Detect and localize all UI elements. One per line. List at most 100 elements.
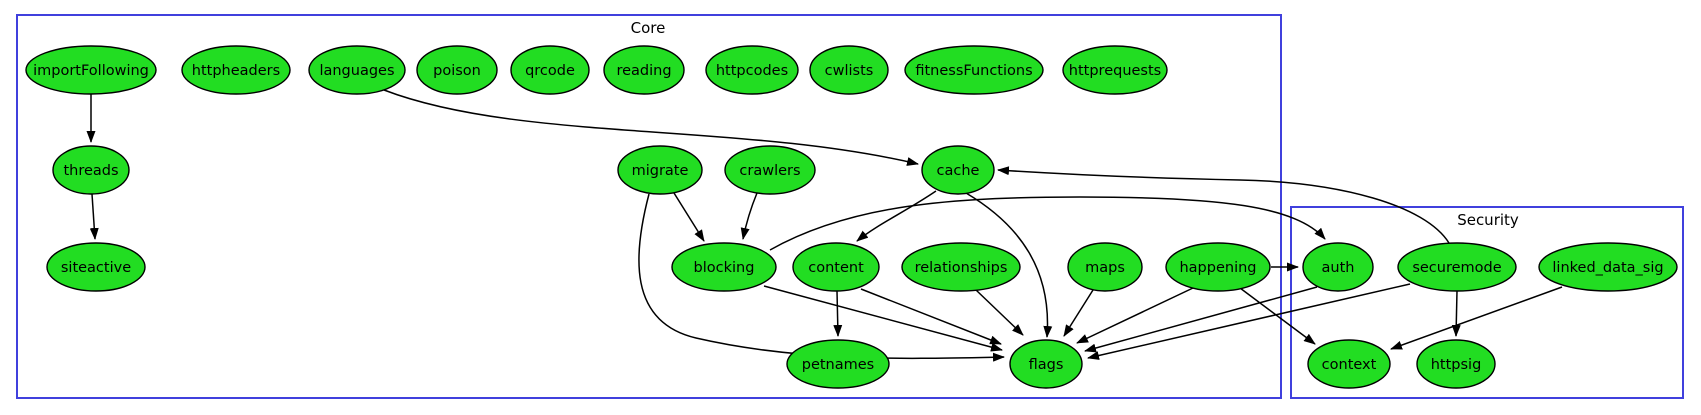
node-label-maps: maps <box>1085 260 1125 276</box>
node-shape-context <box>1307 339 1391 389</box>
node-importFollowing: importFollowing <box>25 45 157 95</box>
node-shape-httprequests <box>1062 45 1168 95</box>
node-petnames: petnames <box>786 339 890 389</box>
edge-migrate-to-blocking <box>673 192 705 242</box>
node-shape-blocking <box>671 242 777 292</box>
edge-layer <box>86 89 1563 362</box>
edge-crawlers-to-blocking <box>740 192 758 240</box>
node-label-poison: poison <box>433 63 481 79</box>
edge-happening-to-flags <box>1076 287 1194 344</box>
edge-cache-to-content <box>856 190 937 242</box>
node-httprequests: httprequests <box>1062 45 1168 95</box>
node-shape-cache <box>921 145 995 195</box>
edge-securemode-to-cache <box>997 166 1450 244</box>
node-qrcode: qrcode <box>510 45 590 95</box>
node-threads: threads <box>52 145 130 195</box>
node-httpheaders: httpheaders <box>181 45 291 95</box>
edge-linked_data_sig-to-context <box>1390 286 1563 350</box>
node-label-securemode: securemode <box>1412 260 1501 276</box>
node-label-importFollowing: importFollowing <box>33 63 149 79</box>
node-label-petnames: petnames <box>802 357 875 373</box>
node-label-httpsig: httpsig <box>1431 357 1482 373</box>
node-label-httpcodes: httpcodes <box>716 63 788 79</box>
edge-securemode-to-flags <box>1087 283 1411 360</box>
node-cwlists: cwlists <box>809 45 889 95</box>
node-label-happening: happening <box>1179 260 1256 276</box>
node-linked_data_sig: linked_data_sig <box>1538 242 1678 292</box>
node-shape-crawlers <box>724 145 816 195</box>
node-label-relationships: relationships <box>915 260 1008 276</box>
node-shape-migrate <box>617 145 703 195</box>
node-shape-securemode <box>1397 242 1517 292</box>
node-cache: cache <box>921 145 995 195</box>
cluster-security: Security <box>1290 206 1684 399</box>
node-shape-auth <box>1302 242 1374 292</box>
edge-languages-to-cache <box>383 89 919 166</box>
cluster-label-security: Security <box>1457 211 1519 229</box>
node-shape-flags <box>1009 339 1083 389</box>
node-shape-importFollowing <box>25 45 157 95</box>
node-shape-threads <box>52 145 130 195</box>
node-label-context: context <box>1322 357 1377 373</box>
node-shape-linked_data_sig <box>1538 242 1678 292</box>
node-label-siteactive: siteactive <box>61 260 131 276</box>
node-shape-relationships <box>901 242 1021 292</box>
node-content: content <box>792 242 880 292</box>
node-securemode: securemode <box>1397 242 1517 292</box>
node-label-httpheaders: httpheaders <box>192 63 280 79</box>
node-siteactive: siteactive <box>46 242 146 292</box>
node-shape-maps <box>1067 242 1143 292</box>
node-label-httprequests: httprequests <box>1069 63 1161 79</box>
node-shape-languages <box>308 45 406 95</box>
node-shape-httpheaders <box>181 45 291 95</box>
cluster-core: Core <box>16 14 1282 399</box>
node-label-linked_data_sig: linked_data_sig <box>1552 260 1663 276</box>
node-happening: happening <box>1165 242 1271 292</box>
edge-relationships-to-flags <box>975 289 1024 336</box>
node-label-qrcode: qrcode <box>525 63 575 79</box>
node-label-fitnessFunctions: fitnessFunctions <box>915 63 1032 79</box>
edge-threads-to-siteactive <box>89 193 99 240</box>
node-httpsig: httpsig <box>1416 339 1496 389</box>
node-label-migrate: migrate <box>632 163 689 179</box>
node-shape-httpsig <box>1416 339 1496 389</box>
node-shape-cwlists <box>809 45 889 95</box>
node-shape-happening <box>1165 242 1271 292</box>
edge-securemode-to-httpsig <box>1451 290 1461 337</box>
node-shape-content <box>792 242 880 292</box>
node-reading: reading <box>603 45 685 95</box>
node-context: context <box>1307 339 1391 389</box>
node-shape-poison <box>416 45 498 95</box>
node-shape-qrcode <box>510 45 590 95</box>
node-label-reading: reading <box>616 63 671 79</box>
node-label-content: content <box>808 260 864 276</box>
node-layer: importFollowing httpheaders languages poiso… <box>25 45 1678 389</box>
edge-happening-to-context <box>1239 287 1316 345</box>
node-poison: poison <box>416 45 498 95</box>
node-shape-siteactive <box>46 242 146 292</box>
node-shape-petnames <box>786 339 890 389</box>
edge-cache-to-flags <box>965 192 1053 338</box>
node-label-threads: threads <box>63 163 118 179</box>
node-blocking: blocking <box>671 242 777 292</box>
node-label-auth: auth <box>1322 260 1355 276</box>
node-auth: auth <box>1302 242 1374 292</box>
node-label-languages: languages <box>319 63 394 79</box>
node-httpcodes: httpcodes <box>705 45 799 95</box>
node-label-cwlists: cwlists <box>825 63 874 79</box>
node-label-flags: flags <box>1029 357 1064 373</box>
edge-blocking-to-auth <box>769 196 1326 251</box>
edge-content-to-petnames <box>833 290 843 337</box>
cluster-border-security <box>1290 206 1684 399</box>
node-label-blocking: blocking <box>694 260 755 276</box>
cluster-label-core: Core <box>631 19 666 37</box>
edge-blocking-to-flags <box>763 285 1003 352</box>
node-label-crawlers: crawlers <box>739 163 800 179</box>
node-shape-httpcodes <box>705 45 799 95</box>
node-shape-fitnessFunctions <box>904 45 1044 95</box>
node-flags: flags <box>1009 339 1083 389</box>
edge-content-to-flags <box>860 288 1002 345</box>
edge-maps-to-flags <box>1063 289 1094 337</box>
